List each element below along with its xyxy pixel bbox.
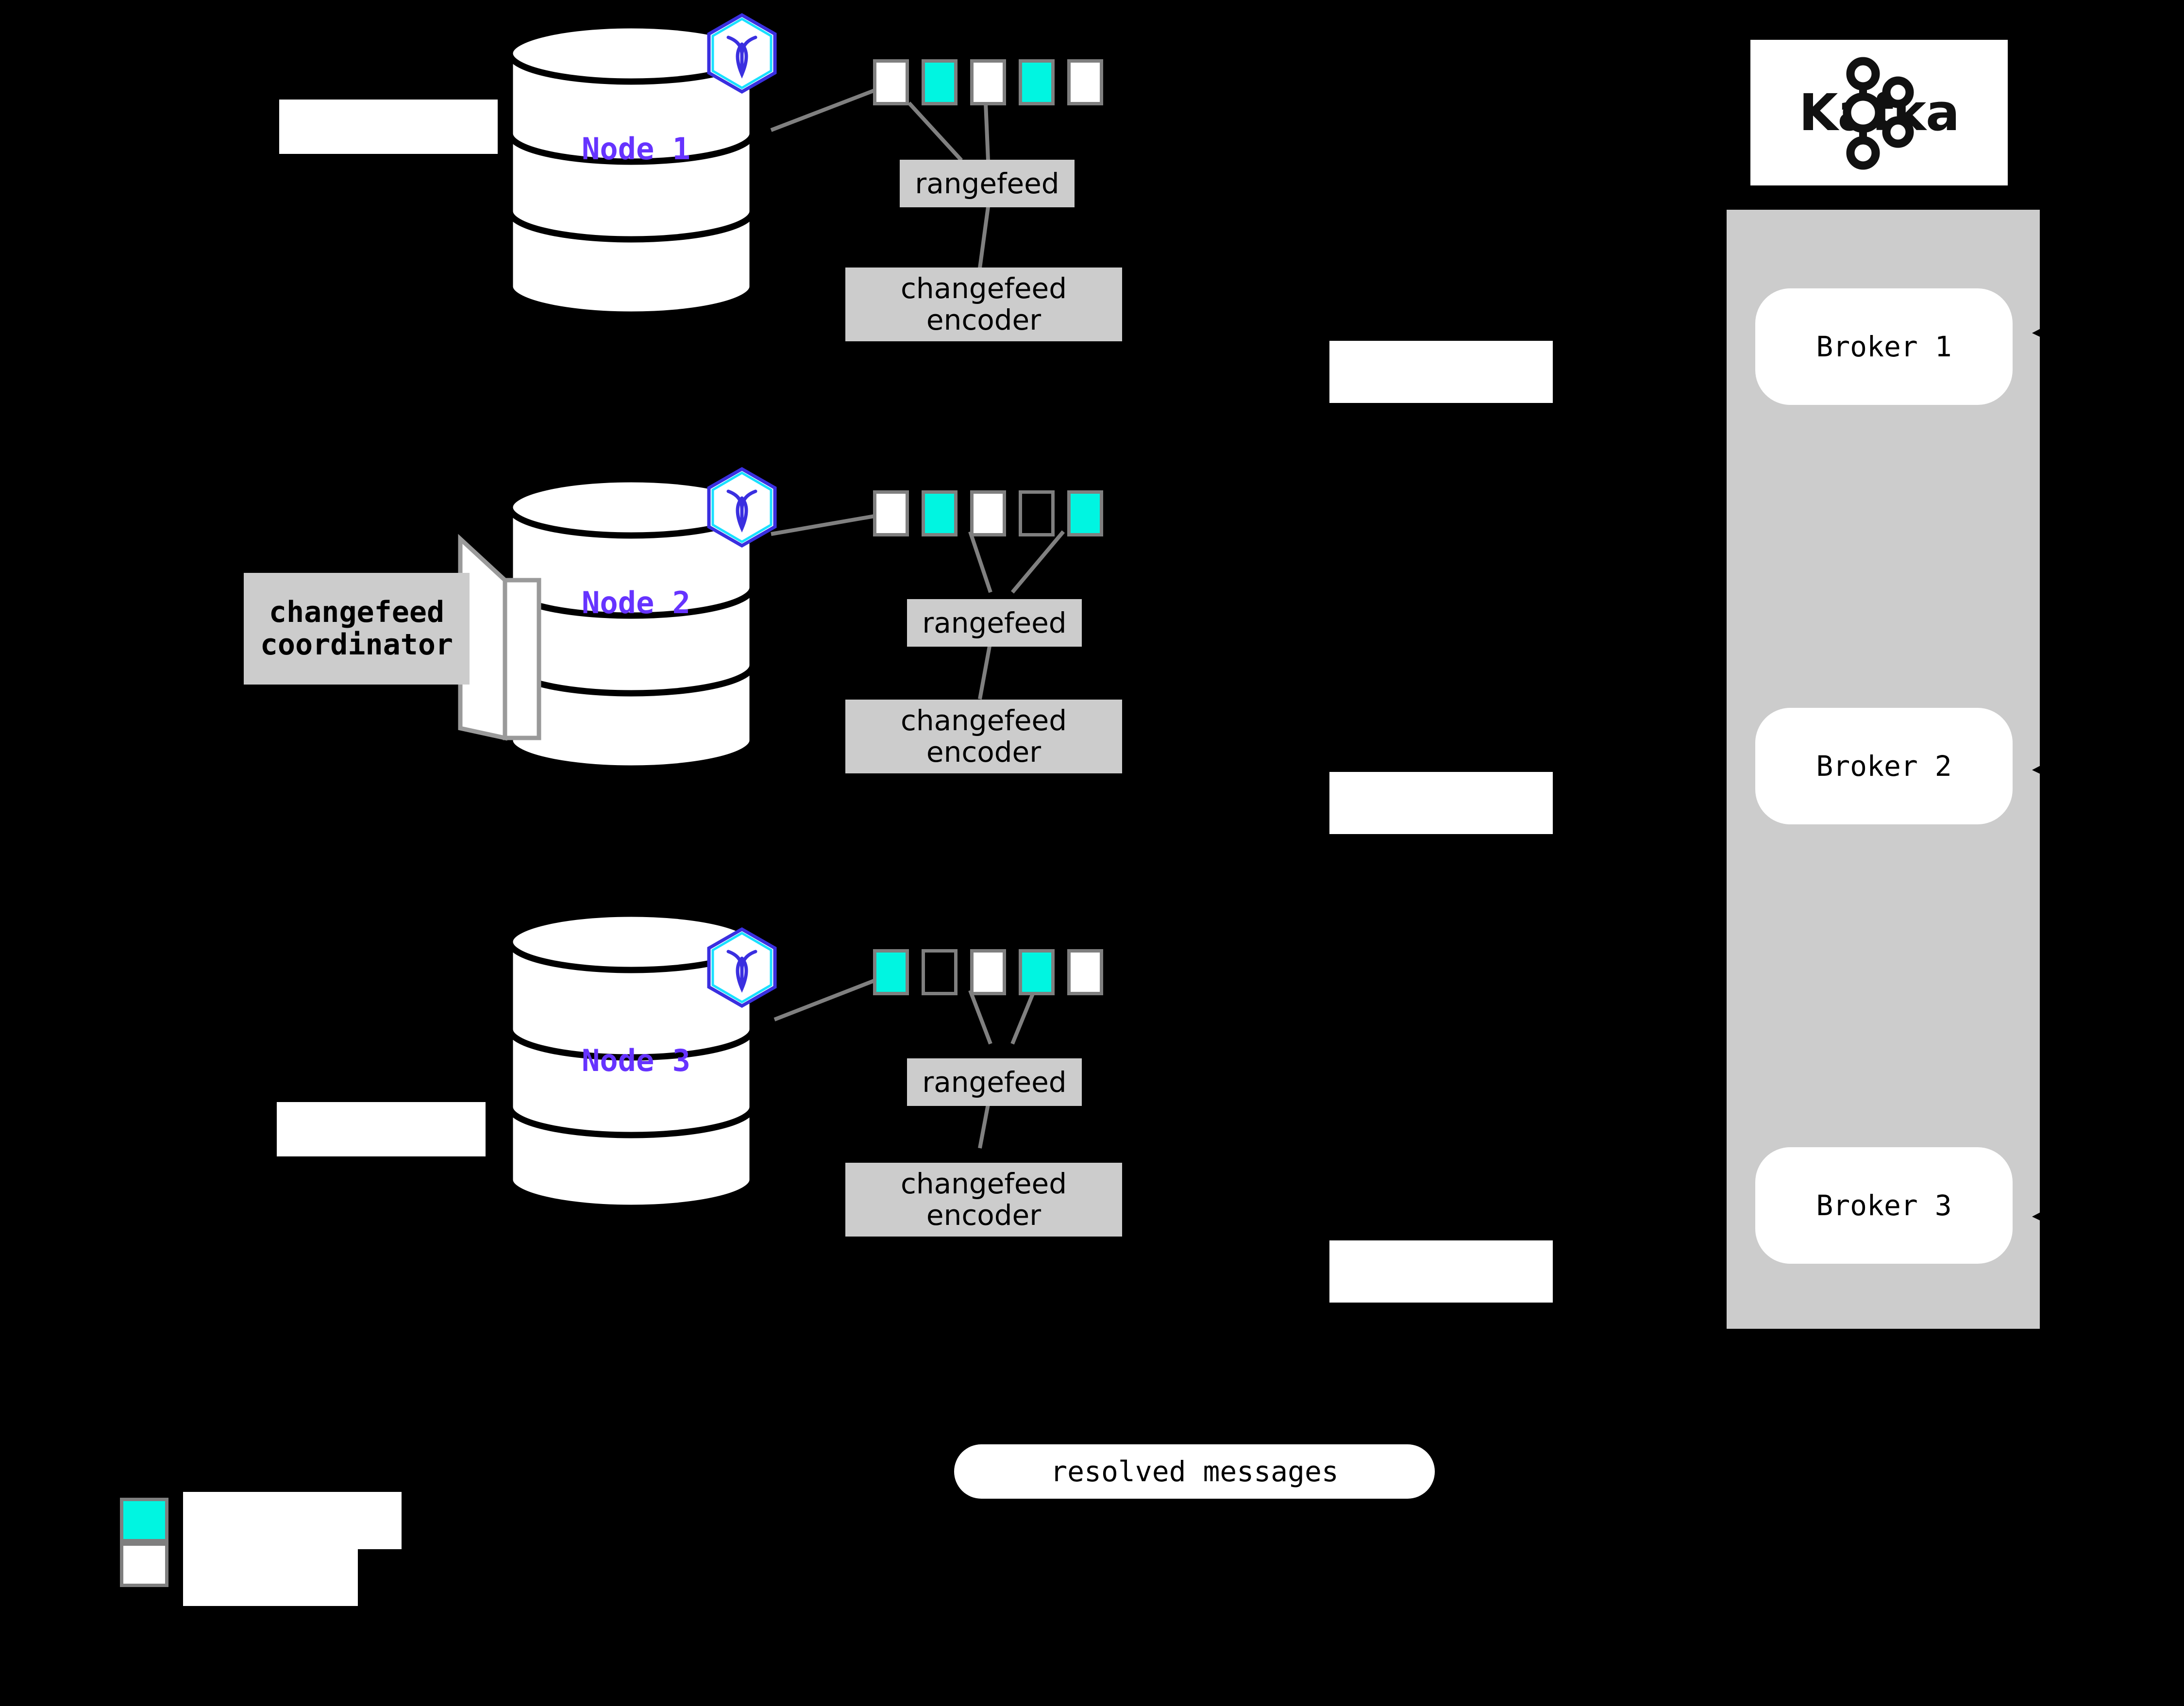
range-cell[interactable]: [1019, 490, 1055, 536]
range-cell[interactable]: [1019, 59, 1055, 105]
range-cell[interactable]: [1019, 949, 1055, 995]
node-1-annotation: range checkpoints: [279, 100, 498, 297]
node-1-annotation-line1: range: [347, 169, 430, 201]
node-3-annotation: range checkpoints: [277, 1102, 486, 1300]
resolved-messages-pill[interactable]: resolved messages: [954, 1444, 1435, 1499]
diagram-canvas: Node 1 range checkpoints rangefeed chang…: [120, 13, 2056, 1643]
node-3-label: Node 3: [582, 1043, 690, 1078]
output-line2: messages: [1378, 931, 1505, 962]
output-line1: changefeed: [1362, 1307, 1520, 1338]
legend-text: Replica: [248, 1611, 363, 1643]
broker-2[interactable]: Broker 2: [1755, 708, 2013, 824]
kafka-node-graph-icon: [1843, 57, 1914, 170]
range-cell[interactable]: [1067, 949, 1103, 995]
output-line1: changefeed: [1362, 838, 1520, 870]
kafka-inbound-arrow-icon: [2032, 320, 2056, 345]
node-1-encoder-box[interactable]: changefeed encoder: [845, 268, 1122, 341]
output-line2: messages: [1378, 500, 1505, 531]
node-2-output-label: changefeed messages: [1329, 772, 1553, 962]
kafka-logo-box: Kafka: [1750, 40, 2008, 185]
kafka-inbound-arrow-icon: [2032, 757, 2056, 782]
node-2-label: Node 2: [582, 585, 690, 620]
node-1-annotation-line2: checkpoints: [298, 266, 479, 298]
legend-label-leaseholder: Leaseholder: [183, 1492, 429, 1593]
broker-1[interactable]: Broker 1: [1755, 288, 2013, 405]
output-line2: messages: [1378, 1400, 1505, 1431]
node-1-output-label: changefeed messages: [1329, 341, 1553, 531]
cockroachdb-logo-icon: [707, 927, 777, 1008]
legend-swatch-replica: [120, 1542, 168, 1587]
cockroachdb-logo-icon: [707, 467, 777, 548]
range-cell[interactable]: [1067, 59, 1103, 105]
range-cell[interactable]: [922, 949, 958, 995]
range-cell[interactable]: [873, 59, 909, 105]
node-3-annotation-line2: checkpoints: [291, 1268, 471, 1300]
range-cell[interactable]: [970, 59, 1006, 105]
node-2-encoder-box[interactable]: changefeed encoder: [845, 700, 1122, 773]
kafka-inbound-arrow-icon: [2032, 1204, 2056, 1228]
output-line1: changefeed: [1362, 407, 1520, 438]
changefeed-coordinator-box[interactable]: changefeed coordinator: [244, 573, 470, 685]
node-3-output-label: changefeed messages: [1329, 1240, 1553, 1431]
range-cell[interactable]: [922, 490, 958, 536]
node-3-encoder-box[interactable]: changefeed encoder: [845, 1163, 1122, 1237]
range-cell[interactable]: [922, 59, 958, 105]
node-1-cylinder: [506, 22, 756, 318]
coordinator-banner-shape: [458, 534, 541, 741]
node-1-label: Node 1: [582, 131, 690, 167]
legend-swatch-leaseholder: [120, 1498, 168, 1542]
cockroachdb-logo-icon: [707, 13, 777, 94]
range-cell[interactable]: [1067, 490, 1103, 536]
broker-3[interactable]: Broker 3: [1755, 1147, 2013, 1264]
legend-label-replica: Replica: [183, 1549, 363, 1643]
range-cell[interactable]: [970, 490, 1006, 536]
range-cell[interactable]: [873, 490, 909, 536]
node-1-rangefeed-box[interactable]: rangefeed: [900, 160, 1075, 207]
node-3-rangefeed-box[interactable]: rangefeed: [907, 1058, 1082, 1106]
range-cell[interactable]: [873, 949, 909, 995]
range-cell[interactable]: [970, 949, 1006, 995]
node-2-rangefeed-box[interactable]: rangefeed: [907, 599, 1082, 647]
node-3-annotation-line1: range: [340, 1172, 422, 1204]
